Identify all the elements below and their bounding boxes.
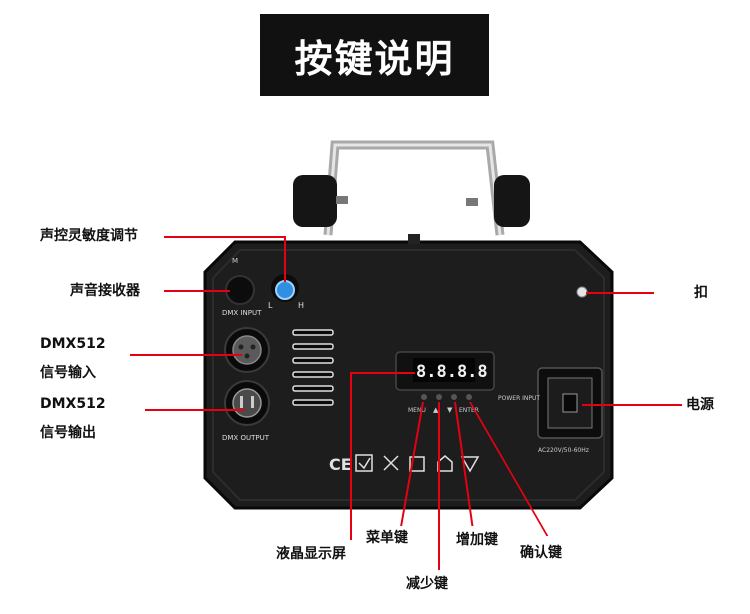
line-sound (164, 290, 230, 292)
line-down (438, 402, 440, 570)
label-dmx-in-1: DMX512 (40, 336, 106, 352)
left-bracket-knob (293, 175, 337, 227)
menu-button-label: MENU (408, 407, 426, 414)
left-bolt (336, 196, 348, 204)
svg-text:CE: CE (329, 455, 352, 474)
dmx-output-socket (232, 388, 262, 418)
line-lcd-v (350, 372, 352, 540)
up-button[interactable] (451, 394, 457, 400)
label-lcd: 液晶显示屏 (276, 546, 346, 562)
dmx-output-label: DMX OUTPUT (222, 434, 270, 442)
right-bolt (466, 198, 478, 206)
down-button[interactable] (436, 394, 442, 400)
voltage-label: AC220V/50-60Hz (538, 447, 589, 454)
line-buckle (586, 292, 654, 294)
label-dmx-in-2: 信号输入 (40, 365, 96, 381)
page-title: 按键说明 (260, 14, 489, 96)
line-dmx-out (145, 409, 245, 411)
down-button-label: ▲ (433, 406, 439, 414)
enter-button-label: ENTER (459, 407, 479, 414)
label-power: 电源 (686, 397, 714, 413)
knob-l-label: L (268, 301, 273, 310)
panel-bevel (212, 249, 605, 501)
top-bolt (408, 234, 420, 244)
label-sensitivity: 声控灵敏度调节 (40, 228, 138, 244)
knob-h-label: H (298, 301, 304, 310)
line-power (582, 404, 682, 406)
sound-receiver-mic (225, 275, 255, 305)
lcd-digits: 8.8.8.8 (416, 362, 488, 382)
mounting-bracket (323, 140, 505, 236)
label-dmx-out-2: 信号输出 (40, 425, 96, 441)
mic-input-label: DMX INPUT (222, 309, 262, 317)
right-bracket-knob (494, 175, 530, 227)
label-sound-receiver: 声音接收器 (70, 283, 140, 299)
power-input-label: POWER INPUT (498, 395, 540, 402)
line-dmx-in (130, 354, 242, 356)
line-sensitivity (164, 236, 286, 238)
line-lcd-h (351, 372, 415, 374)
line-sensitivity-v (284, 236, 286, 282)
label-enter-key: 确认键 (520, 545, 562, 561)
enter-button[interactable] (466, 394, 472, 400)
sensitivity-knob[interactable] (275, 280, 295, 300)
label-up-key: 增加键 (456, 532, 498, 548)
label-dmx-out-1: DMX512 (40, 396, 106, 412)
dmx-input-socket (232, 335, 262, 365)
up-button-label: ▼ (447, 406, 453, 414)
mic-top-label: M (232, 257, 238, 265)
label-down-key: 减少键 (406, 576, 448, 592)
bracket-highlight (326, 143, 502, 236)
lcd-display (413, 358, 475, 382)
label-menu-key: 菜单键 (366, 530, 408, 546)
label-buckle: 扣 (694, 285, 708, 301)
ventilation-grille (292, 329, 334, 406)
menu-button[interactable] (421, 394, 427, 400)
